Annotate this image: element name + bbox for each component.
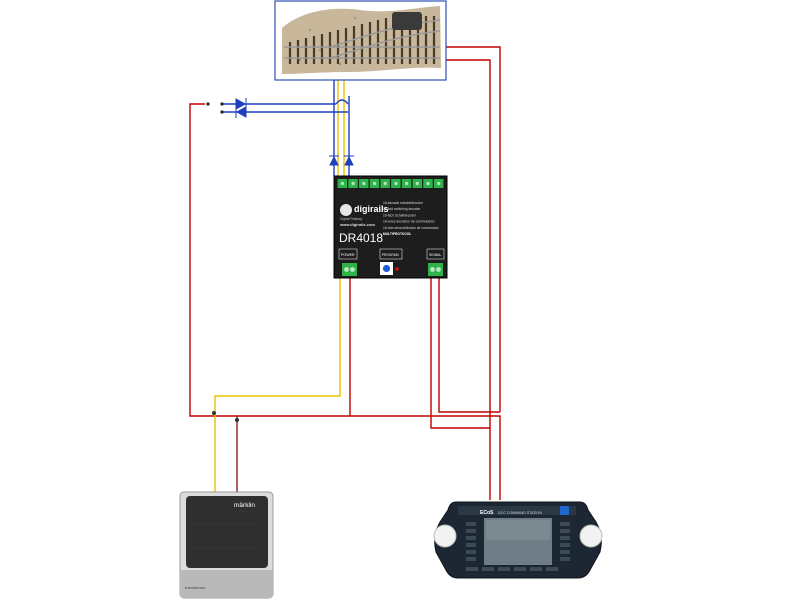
decoder-terminal-screw (372, 181, 377, 186)
decoder-dr4018: digirails Digital Railway www.digirails.… (333, 175, 448, 279)
signal-terminal-block (428, 263, 443, 276)
program-label: PROGRAM (382, 253, 399, 257)
diode-upper (235, 98, 247, 110)
status-led (395, 267, 399, 271)
junction-dot (235, 418, 239, 422)
signal-label: SIGNAL (429, 253, 442, 257)
yellow-wire-power (214, 278, 341, 492)
decoder-terminal-screw (437, 181, 441, 186)
transformer-footer: transformer (185, 585, 206, 590)
red-wire-track-to-station-a (446, 46, 501, 412)
signal-terminal-screw (430, 267, 435, 272)
power-label: POWER (341, 253, 355, 257)
decoder-brand-sub: Digital Railway (340, 217, 363, 221)
signal-label-box (426, 248, 445, 260)
power-terminal-screw (344, 267, 349, 272)
command-station-top-strip (458, 506, 576, 515)
turnout-rails (284, 19, 441, 59)
command-station-device: ECoS DCC COMMAND STATION (433, 501, 603, 579)
switch-contact (220, 110, 224, 114)
digirails-logo-icon (340, 204, 352, 216)
decoder-description-line: 16-kanaals schakeldecoder (383, 201, 424, 205)
transformer-front-panel (186, 496, 268, 568)
switch-contact (206, 102, 210, 106)
diode-right (344, 155, 354, 166)
command-station-button-column-right[interactable] (560, 522, 570, 561)
red-wire-left-loop (189, 103, 501, 500)
command-station-logo-icon (560, 506, 569, 515)
decoder-terminal-screw (394, 181, 398, 186)
left-throttle-knob[interactable] (433, 524, 457, 548)
decoder-terminal-screw (405, 181, 409, 186)
red-wire-track-to-station-b (446, 59, 491, 500)
decoder-description-line: 16-fach Schaltdecoder (383, 213, 417, 217)
diode-pair-vertical (329, 155, 354, 166)
red-wire-signal-b (438, 278, 500, 413)
command-station-screen-glare (486, 520, 550, 540)
power-terminal-block (342, 263, 357, 276)
decoder-description-line: MULTIPROTOCOL (383, 232, 411, 236)
program-label-box (379, 248, 403, 260)
junction-dot (212, 411, 216, 415)
diode-left (329, 155, 339, 166)
decoder-terminal-screw (426, 181, 430, 186)
turnout-motor (392, 12, 422, 30)
decoder-brand: digirails (354, 204, 389, 214)
decoder-website: www.digirails.com (339, 222, 375, 227)
transformer-panel-texture (192, 511, 262, 561)
red-wire-signal-a (430, 278, 490, 429)
decoder-model: DR4018 (339, 231, 383, 245)
diode-lower (235, 106, 247, 118)
power-terminal-screw (350, 267, 355, 272)
decoder-description-line: 16-fold switching decoder (383, 207, 421, 211)
decoder-terminal-screw (340, 181, 344, 186)
diode-pair-horizontal (231, 98, 251, 118)
decoder-terminal-strip (337, 179, 444, 188)
right-throttle-knob[interactable] (579, 524, 603, 548)
transformer-lower-band (180, 570, 273, 598)
decoder-terminal-screw (351, 181, 355, 186)
power-label-box (338, 248, 358, 260)
blue-wire-hop (335, 99, 349, 105)
command-station-button-column-left[interactable] (466, 522, 476, 561)
push-button-switch (206, 102, 224, 114)
command-station-sublabel: DCC COMMAND STATION (498, 511, 542, 515)
decoder-terminal-screw (383, 181, 387, 186)
program-button-knob[interactable] (382, 264, 391, 273)
decoder-description-line: 16-voies decodeur de commutation (383, 220, 435, 224)
decoder-description-line: 16-vias descodificador de conmutador (383, 226, 440, 230)
transformer-device: märklin transformer (179, 491, 274, 599)
signal-terminal-screw (436, 267, 441, 272)
transformer-brand: märklin (234, 502, 255, 509)
junction-dots (212, 411, 239, 422)
turnout-track (274, 0, 447, 81)
decoder-body (333, 175, 448, 279)
command-station-label: ECoS (480, 510, 494, 516)
decoder-terminal-screw (362, 181, 366, 186)
decoder-description-list: 16-kanaals schakeldecoder 16-fold switchi… (383, 201, 440, 236)
command-station-bottom-buttons[interactable] (466, 567, 558, 571)
decoder-terminal-screw (415, 181, 419, 186)
switch-contact (220, 102, 224, 106)
